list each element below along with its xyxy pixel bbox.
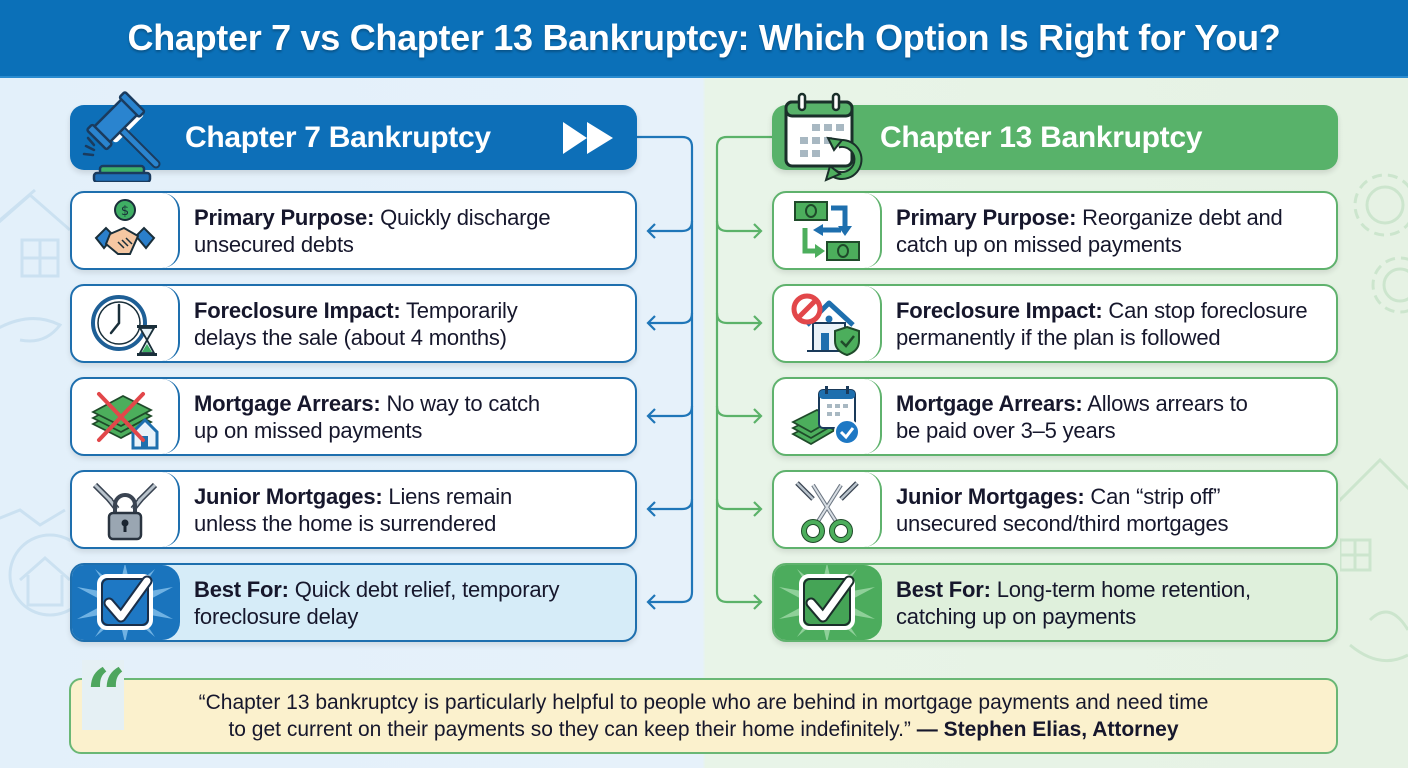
chapter7-header: Chapter 7 Bankruptcy <box>70 105 637 170</box>
chain-padlock-icon <box>92 482 158 540</box>
chapter7-card-best-for: Best For: Quick debt relief, temporary f… <box>70 563 637 642</box>
quote-mark-icon: “ <box>82 660 126 730</box>
title-bar: Chapter 7 vs Chapter 13 Bankruptcy: Whic… <box>0 0 1408 78</box>
calendar-cycle-icon <box>784 92 863 182</box>
gear-house-decoration-icon <box>0 508 70 617</box>
chapter13-card-mortgage-arrears: Mortgage Arrears: Allows arrears to be p… <box>772 377 1338 456</box>
quote-box: “Chapter 13 bankruptcy is particularly h… <box>69 678 1338 754</box>
house-shield-stop-icon <box>791 293 860 356</box>
checkmark-badge-icon <box>77 565 173 640</box>
clock-hourglass-icon <box>91 294 157 356</box>
page-title: Chapter 7 vs Chapter 13 Bankruptcy: Whic… <box>127 17 1281 58</box>
gear-decoration-icon <box>1353 173 1408 314</box>
house-hand-decoration-icon <box>0 188 70 343</box>
house-decoration-icon <box>1340 457 1408 663</box>
cash-crossed-house-icon <box>91 391 159 449</box>
fast-forward-icon <box>563 122 613 154</box>
chapter13-card-junior-mortgages: Junior Mortgages: Can “strip off” unsecu… <box>772 470 1338 549</box>
cash-calendar-check-icon <box>791 385 860 445</box>
scissors-chain-icon <box>795 480 859 543</box>
chapter13-card-best-for: Best For: Long-term home retention, catc… <box>772 563 1338 642</box>
svg-text:$: $ <box>121 204 129 219</box>
checkmark-badge-icon <box>779 565 875 640</box>
chapter7-card-mortgage-arrears: Mortgage Arrears: No way to catch up on … <box>70 377 637 456</box>
gavel-icon <box>82 91 161 182</box>
quote-line-2: to get current on their payments so they… <box>228 718 1179 741</box>
chapter13-header: Chapter 13 Bankruptcy <box>772 105 1338 170</box>
chapter13-header-label: Chapter 13 Bankruptcy <box>880 120 1203 154</box>
quote-author: — Stephen Elias, Attorney <box>916 718 1179 741</box>
chapter13-card-primary-purpose: Primary Purpose: Reorganize debt and cat… <box>772 191 1338 270</box>
handshake-money-icon: $ <box>94 198 156 255</box>
chapter7-card-foreclosure-impact: Foreclosure Impact: Temporarily delays t… <box>70 284 637 363</box>
chapter13-card-foreclosure-impact: Foreclosure Impact: Can stop foreclosure… <box>772 284 1338 363</box>
money-exchange-icon <box>794 200 860 261</box>
quote-line-1: “Chapter 13 bankruptcy is particularly h… <box>198 691 1209 714</box>
chapter7-card-junior-mortgages: Junior Mortgages: Liens remain unless th… <box>70 470 637 549</box>
chapter7-header-label: Chapter 7 Bankruptcy <box>185 120 491 154</box>
chapter7-card-primary-purpose: $ Primary Purpose: Quickly discharge uns… <box>70 191 637 270</box>
item-label: Primary Purpose: <box>194 204 375 230</box>
